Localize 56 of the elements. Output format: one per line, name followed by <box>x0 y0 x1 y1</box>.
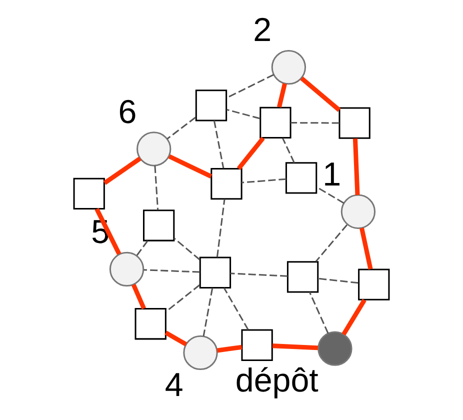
connector <box>154 166 159 210</box>
node-box <box>286 261 319 293</box>
node-circle <box>136 132 172 166</box>
connector <box>164 330 188 346</box>
connector <box>236 136 265 170</box>
connector <box>136 240 148 256</box>
node-label: dépôt <box>235 362 318 400</box>
connector <box>226 108 260 120</box>
connector <box>242 178 286 184</box>
connector <box>300 76 341 112</box>
connector <box>216 199 226 258</box>
connector <box>166 284 200 312</box>
connector <box>272 344 318 350</box>
connector <box>318 278 358 284</box>
connector <box>308 292 329 334</box>
connector <box>352 138 360 196</box>
node-circle <box>271 50 306 85</box>
connector <box>131 284 146 310</box>
connector <box>103 156 142 185</box>
connector <box>216 344 242 353</box>
connector <box>94 208 122 255</box>
connector <box>290 122 340 124</box>
node-circle <box>109 252 144 287</box>
connector <box>342 298 366 336</box>
connector <box>360 228 373 270</box>
node-box <box>134 308 166 340</box>
node-box <box>195 90 228 122</box>
connector <box>174 238 200 260</box>
node-box <box>241 329 273 361</box>
node-box <box>143 210 175 242</box>
connector <box>213 120 224 168</box>
connector <box>230 272 288 277</box>
node-box <box>260 106 292 139</box>
connector <box>144 269 200 273</box>
node-box <box>199 256 232 288</box>
node-label: 6 <box>118 94 137 131</box>
node-label: 1 <box>322 156 342 194</box>
connector <box>166 116 196 140</box>
connector <box>202 288 214 336</box>
node-box <box>73 178 105 210</box>
node-circle <box>318 331 352 366</box>
node-circle <box>183 335 218 370</box>
connector <box>277 83 287 108</box>
connector <box>223 288 249 330</box>
node-label: 4 <box>164 366 184 404</box>
node-label: 2 <box>253 12 272 50</box>
node-box <box>210 168 242 200</box>
node-box <box>358 268 390 300</box>
node-circle <box>340 194 376 229</box>
connector <box>316 186 344 204</box>
node-box <box>285 162 318 194</box>
connector <box>168 154 212 178</box>
connector <box>226 74 274 99</box>
connector <box>282 138 295 164</box>
node-box <box>338 107 370 139</box>
connector <box>315 224 348 262</box>
